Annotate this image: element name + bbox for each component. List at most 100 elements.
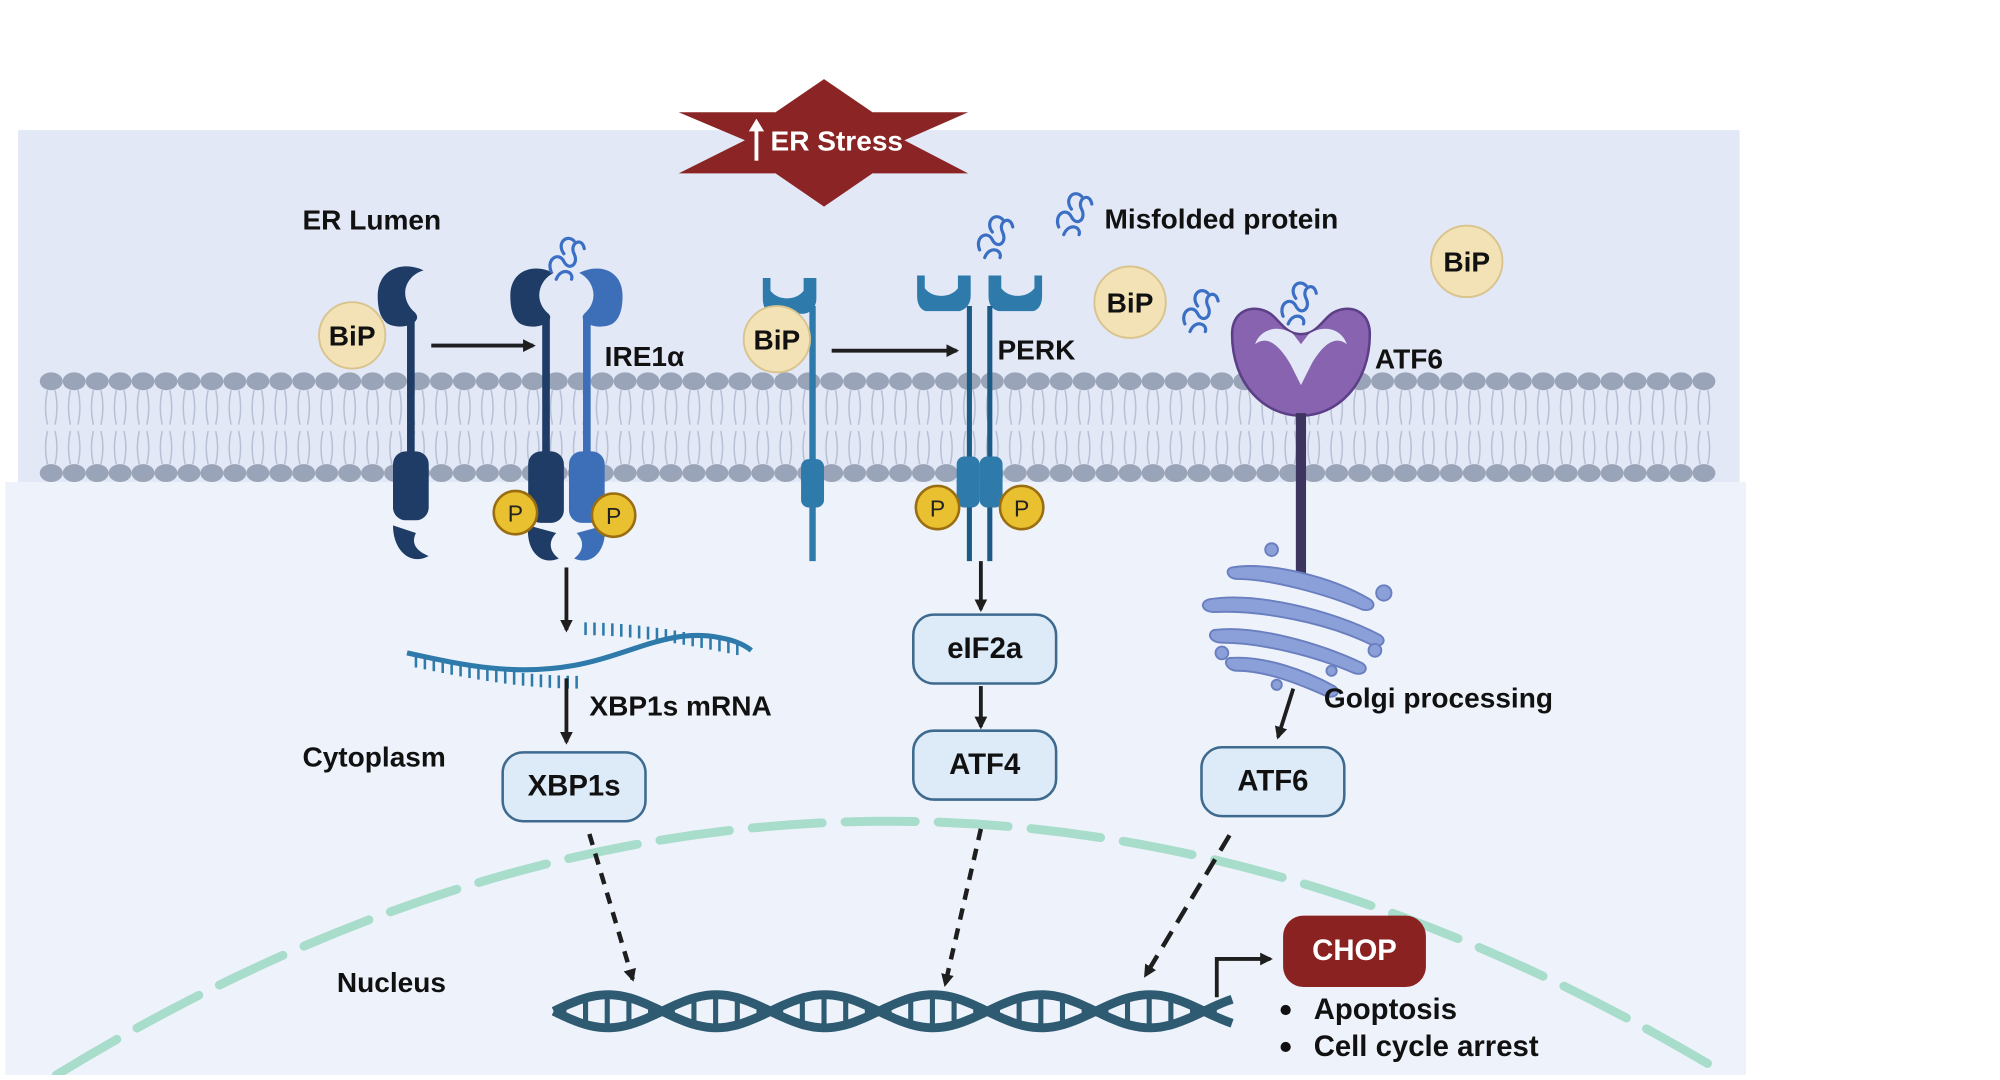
lipid-tail — [1684, 430, 1688, 465]
lipid-tail — [788, 430, 793, 465]
lipid-head — [1325, 464, 1349, 483]
lipid-head — [1600, 464, 1624, 483]
lipid-head — [1049, 372, 1073, 391]
phospho-label: P — [606, 503, 621, 529]
atf6-receptor — [1230, 281, 1372, 577]
lipid-tail — [1500, 430, 1504, 465]
lipid-tail — [628, 430, 632, 465]
lipid-tail — [113, 390, 118, 425]
perk-label: PERK — [997, 335, 1075, 366]
lipid-tail — [1247, 430, 1252, 465]
bullet-icon — [1280, 1004, 1291, 1016]
lipid-head — [912, 372, 935, 391]
lipid-tail — [283, 390, 288, 425]
lipid-head — [1371, 464, 1395, 483]
phospho-badge: P — [492, 489, 539, 536]
lipid-tail — [329, 430, 334, 465]
lipid-tail — [1490, 390, 1495, 425]
lipid-tail — [1018, 390, 1022, 425]
lipid-head — [728, 372, 752, 391]
lipid-tail — [779, 430, 783, 465]
lipid-tail — [320, 390, 324, 425]
lipid-tail — [100, 390, 104, 425]
lipid-tail — [1146, 390, 1150, 425]
lipid-tail — [136, 390, 140, 425]
lipid-head — [108, 464, 132, 483]
bip-free: BiP — [1093, 265, 1167, 339]
lipid-head — [429, 464, 453, 483]
lipid-tail — [618, 390, 623, 425]
lipid-head — [246, 464, 270, 483]
lipid-head — [1577, 464, 1601, 483]
lipid-head — [590, 372, 614, 391]
lipid-head — [820, 372, 844, 391]
lipid-tail — [283, 430, 288, 465]
lipid-tail — [756, 430, 760, 465]
lipid-tail — [159, 390, 163, 425]
ire1-inactive-monomer — [377, 266, 429, 560]
lipid-head — [774, 464, 798, 483]
lipid-tail — [949, 390, 953, 425]
lipid-tail — [1444, 390, 1449, 425]
golgi-processing-label: Golgi processing — [1324, 683, 1553, 714]
lipid-tail — [1697, 390, 1701, 425]
lipid-tail — [457, 430, 462, 465]
lipid-tail — [1697, 430, 1701, 465]
lipid-tail — [1661, 390, 1665, 425]
up-arrow-icon — [748, 118, 765, 161]
misfolded-protein-label: Misfolded protein — [1105, 203, 1339, 234]
lipid-tail — [939, 430, 944, 465]
lipid-tail — [77, 430, 81, 465]
lipid-head — [1256, 464, 1280, 483]
lipid-tail — [710, 390, 714, 425]
lipid-tail — [1592, 430, 1596, 465]
arrow-xbp1s-to-dna — [587, 833, 636, 982]
lipid-head — [223, 372, 247, 391]
lipid-tail — [306, 390, 311, 425]
lipid-tail — [1316, 430, 1321, 465]
lipid-tail — [1215, 390, 1219, 425]
outcome-cell-cycle-arrest: Cell cycle arrest — [1314, 1030, 1539, 1063]
lipid-head — [843, 372, 867, 391]
lipid-tail — [1408, 390, 1413, 425]
er-stress-label: ER Stress — [771, 125, 904, 156]
lipid-head — [728, 464, 752, 483]
lipid-head — [682, 464, 706, 483]
lipid-tail — [490, 390, 494, 425]
lipid-tail — [605, 390, 609, 425]
lipid-tail — [1169, 390, 1173, 425]
lipid-head — [246, 372, 270, 391]
lipid-tail — [1077, 390, 1082, 425]
lipid-tail — [1110, 430, 1114, 465]
lipid-tail — [788, 390, 793, 425]
lipid-tail — [1284, 430, 1288, 465]
outcome-apoptosis: Apoptosis — [1314, 993, 1457, 1026]
lipid-head — [659, 464, 683, 483]
golgi-apparatus — [1201, 542, 1393, 698]
lipid-tail — [1353, 390, 1357, 425]
lipid-tail — [1490, 430, 1495, 465]
lipid-tail — [926, 430, 930, 465]
lipid-tail — [444, 390, 448, 425]
lipid-head — [498, 372, 522, 391]
lipid-tail — [1270, 430, 1275, 465]
lipid-tail — [674, 430, 678, 465]
lipid-head — [1462, 464, 1486, 483]
er-lumen-label: ER Lumen — [302, 205, 441, 236]
lipid-tail — [1123, 390, 1127, 425]
lipid-tail — [628, 390, 632, 425]
lipid-tail — [916, 390, 921, 425]
lipid-head — [452, 372, 476, 391]
lipid-tail — [457, 390, 462, 425]
lipid-head — [1669, 372, 1693, 391]
lipid-tail — [664, 430, 668, 465]
lipid-tail — [1651, 430, 1655, 465]
lipid-tail — [1569, 430, 1573, 465]
lipid-head — [866, 464, 890, 483]
lipid-head — [1485, 464, 1509, 483]
lipid-head — [154, 464, 178, 483]
lipid-head — [1531, 372, 1555, 391]
lipid-head — [1371, 372, 1395, 391]
lipid-tail — [1431, 430, 1435, 465]
